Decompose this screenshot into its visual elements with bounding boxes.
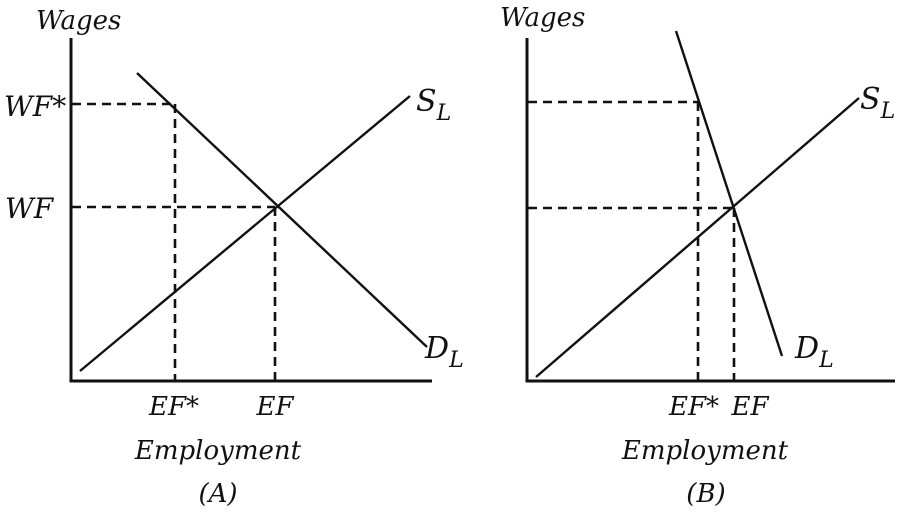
panel-b-axes — [525, 38, 895, 383]
panel-b-caption: (B) — [686, 479, 725, 509]
panel-a-emp-eq-label: EF — [255, 392, 294, 422]
panel-a-x-axis-label: Employment — [134, 436, 302, 466]
panel-a-wage-eq-label: WF — [5, 192, 55, 225]
panel-b-emp-low-label: EF* — [668, 392, 719, 422]
panel-a-caption: (A) — [198, 479, 237, 509]
panel-a-demand-label: DL — [424, 331, 464, 373]
panel-a-demand-curve — [136, 72, 428, 348]
panel-b-y-axis-label: Wages — [500, 3, 585, 33]
panel-b-demand-label: DL — [794, 331, 834, 373]
panel-b-emp-eq-label: EF — [730, 392, 769, 422]
panel-a-axes — [69, 38, 432, 383]
panel-b-x-axis-label: Employment — [621, 436, 789, 466]
panel-a: Wages WF* WF SL DL EF* EF Employment (A) — [4, 6, 464, 509]
panel-a-emp-low-label: EF* — [148, 392, 199, 422]
panel-a-wage-high-label: WF* — [4, 90, 66, 123]
panel-b-demand-curve — [674, 30, 784, 357]
panel-b-supply-label: SL — [860, 82, 895, 124]
panel-a-supply-curve — [79, 95, 411, 372]
panel-b: Wages SL DL EF* EF Employment (B) — [500, 3, 895, 509]
panel-a-supply-label: SL — [416, 84, 451, 126]
panel-a-y-axis-label: Wages — [36, 6, 121, 36]
